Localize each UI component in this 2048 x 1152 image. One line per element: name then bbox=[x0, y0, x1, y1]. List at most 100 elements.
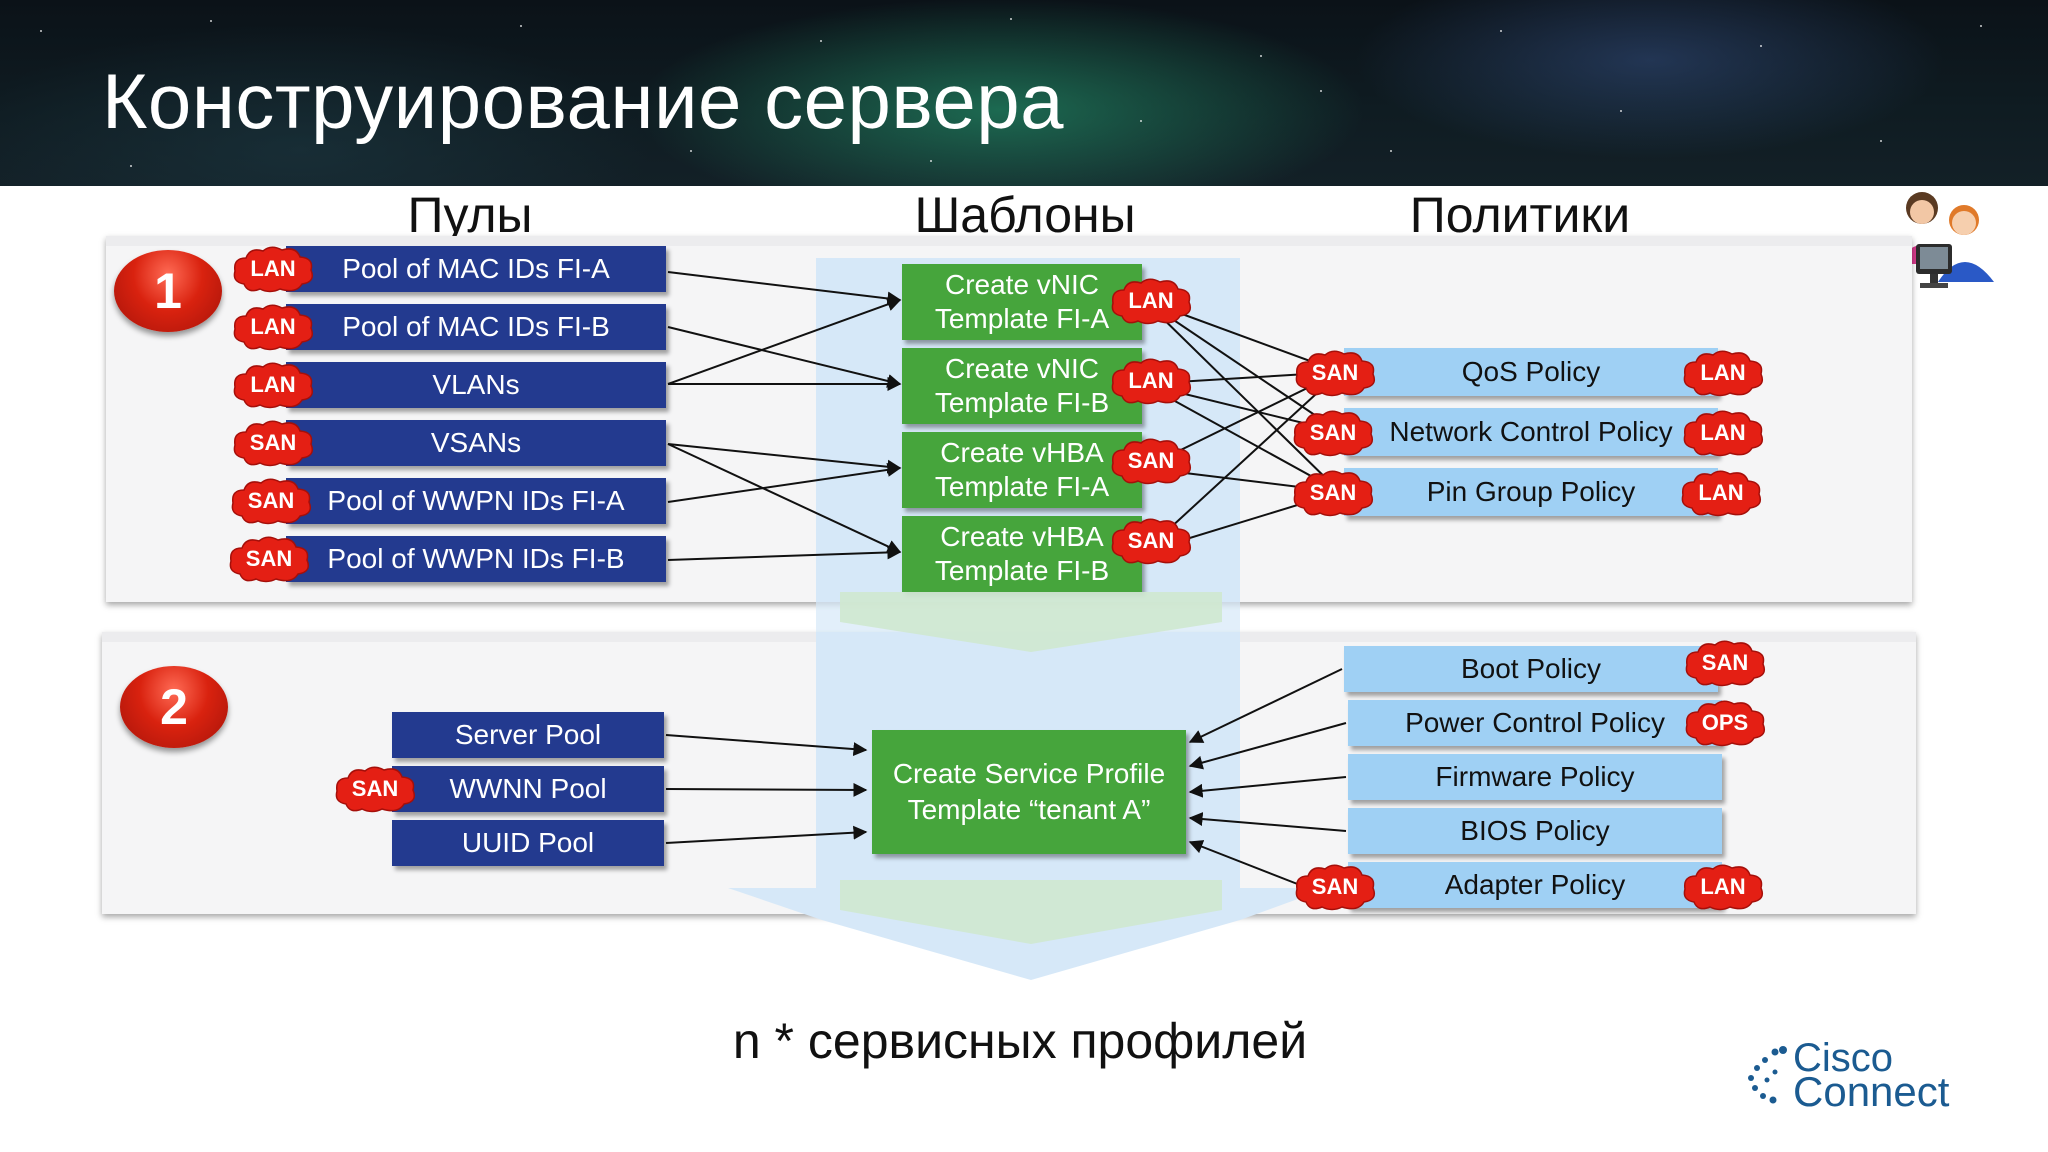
cloud-tag-icon bbox=[229, 536, 310, 583]
tag-label: SAN bbox=[1311, 360, 1359, 385]
pool-label: Pool of MAC IDs FI-A bbox=[342, 253, 610, 284]
pool-wwpn-fi-a[interactable]: Pool of WWPN IDs FI-A bbox=[286, 478, 666, 524]
template-line2: Template FI-B bbox=[934, 387, 1110, 418]
template-line2: Template FI-A bbox=[934, 303, 1110, 334]
cloud-tag-icon bbox=[233, 304, 314, 351]
column-header-policies: Политики bbox=[1409, 187, 1631, 243]
step-badge-2: 2 bbox=[120, 666, 228, 748]
tag-san: SAN bbox=[1682, 638, 1768, 688]
tag-san: SAN bbox=[228, 476, 314, 526]
policy-power-control[interactable]: Power Control Policy bbox=[1348, 700, 1722, 746]
policy-pin-group[interactable]: Pin Group Policy bbox=[1344, 468, 1718, 516]
tag-lan: LAN bbox=[230, 244, 316, 294]
policy-label: Pin Group Policy bbox=[1426, 476, 1636, 507]
template-line2: Template FI-A bbox=[934, 471, 1110, 502]
tag-label: LAN bbox=[1128, 288, 1174, 313]
policy-qos[interactable]: QoS Policy bbox=[1344, 348, 1718, 396]
tag-label: SAN bbox=[247, 488, 295, 513]
policy-network-control[interactable]: Network Control Policy bbox=[1344, 408, 1718, 456]
pool-vlans[interactable]: VLANs bbox=[286, 362, 666, 408]
cisco-connect-logo: Cisco Connect bbox=[1745, 1036, 1965, 1116]
tag-lan: LAN bbox=[230, 360, 316, 410]
cloud-tag-icon bbox=[1685, 700, 1766, 747]
cloud-tag-icon bbox=[233, 362, 314, 409]
step-badge-1: 1 bbox=[114, 250, 222, 332]
tag-san: SAN bbox=[332, 764, 418, 814]
policy-label: Power Control Policy bbox=[1405, 707, 1665, 738]
tag-san: SAN bbox=[1292, 862, 1378, 912]
cloud-tag-icon bbox=[1683, 410, 1764, 457]
service-template-line2: Template “tenant A” bbox=[907, 794, 1151, 825]
policy-label: Firmware Policy bbox=[1435, 761, 1635, 792]
policy-label: BIOS Policy bbox=[1460, 815, 1610, 846]
pool-label: VSANs bbox=[430, 427, 522, 458]
template-line2: Template FI-B bbox=[934, 555, 1110, 586]
pool-mac-fi-a[interactable]: Pool of MAC IDs FI-A bbox=[286, 246, 666, 292]
policy-label: Boot Policy bbox=[1460, 653, 1602, 684]
pool-label: WWNN Pool bbox=[449, 773, 607, 804]
cloud-tag-icon bbox=[233, 420, 314, 467]
tag-san: SAN bbox=[226, 534, 312, 584]
policy-boot[interactable]: Boot Policy bbox=[1344, 646, 1718, 692]
policy-adapter[interactable]: Adapter Policy bbox=[1348, 862, 1722, 908]
tag-san: SAN bbox=[1108, 516, 1194, 566]
tag-san: SAN bbox=[1290, 468, 1376, 518]
tag-san: SAN bbox=[230, 418, 316, 468]
tag-label: LAN bbox=[250, 314, 296, 339]
header-banner: Конструирование сервера bbox=[0, 0, 2048, 186]
template-line1: Create vHBA bbox=[940, 521, 1104, 552]
service-template-line1: Create Service Profile bbox=[892, 758, 1166, 789]
pool-vsans[interactable]: VSANs bbox=[286, 420, 666, 466]
cloud-tag-icon bbox=[335, 766, 416, 813]
tag-label: SAN bbox=[1309, 480, 1357, 505]
pool-mac-fi-b[interactable]: Pool of MAC IDs FI-B bbox=[286, 304, 666, 350]
cloud-tag-icon bbox=[233, 246, 314, 293]
tag-label: SAN bbox=[1127, 448, 1175, 473]
cloud-tag-icon bbox=[1683, 350, 1764, 397]
page-title: Конструирование сервера bbox=[102, 57, 1065, 145]
flow-column-gap bbox=[816, 602, 1240, 632]
tag-label: LAN bbox=[1700, 360, 1746, 385]
tag-label: SAN bbox=[245, 546, 293, 571]
tag-lan: LAN bbox=[1678, 468, 1764, 518]
tag-san: SAN bbox=[1108, 436, 1194, 486]
tag-lan: LAN bbox=[1680, 408, 1766, 458]
pool-wwnn[interactable]: WWNN Pool bbox=[392, 766, 664, 812]
tag-label: SAN bbox=[1701, 650, 1749, 675]
tag-san: SAN bbox=[1292, 348, 1378, 398]
tag-label: LAN bbox=[1700, 420, 1746, 445]
policy-label: Network Control Policy bbox=[1389, 416, 1673, 447]
policy-bios[interactable]: BIOS Policy bbox=[1348, 808, 1722, 854]
tag-lan: LAN bbox=[230, 302, 316, 352]
cloud-tag-icon bbox=[1681, 470, 1762, 517]
template-line1: Create vHBA bbox=[940, 437, 1104, 468]
pool-label: UUID Pool bbox=[461, 827, 595, 858]
tag-lan: LAN bbox=[1108, 276, 1194, 326]
pool-wwpn-fi-b[interactable]: Pool of WWPN IDs FI-B bbox=[286, 536, 666, 582]
cloud-tag-icon bbox=[1683, 864, 1764, 911]
tag-label: SAN bbox=[351, 776, 399, 801]
tag-lan: LAN bbox=[1680, 862, 1766, 912]
pool-label: Pool of MAC IDs FI-B bbox=[342, 311, 610, 342]
policy-firmware[interactable]: Firmware Policy bbox=[1348, 754, 1722, 800]
column-header-templates: Шаблоны bbox=[914, 187, 1136, 243]
pool-uuid[interactable]: UUID Pool bbox=[392, 820, 664, 866]
column-header-pools: Пулы bbox=[407, 187, 533, 243]
template-line1: Create vNIC bbox=[944, 269, 1100, 300]
tag-ops: OPS bbox=[1682, 698, 1768, 748]
tag-label: OPS bbox=[1701, 710, 1749, 735]
footer-caption: n * сервисных профилей bbox=[732, 1013, 1308, 1069]
cloud-tag-icon bbox=[1685, 640, 1766, 687]
pool-label: VLANs bbox=[432, 369, 520, 400]
pool-server[interactable]: Server Pool bbox=[392, 712, 664, 758]
pool-label: Pool of WWPN IDs FI-A bbox=[327, 485, 625, 516]
policy-label: Adapter Policy bbox=[1444, 869, 1626, 900]
tag-label: SAN bbox=[1127, 528, 1175, 553]
logo-line1: Cisco bbox=[1793, 1036, 1894, 1080]
